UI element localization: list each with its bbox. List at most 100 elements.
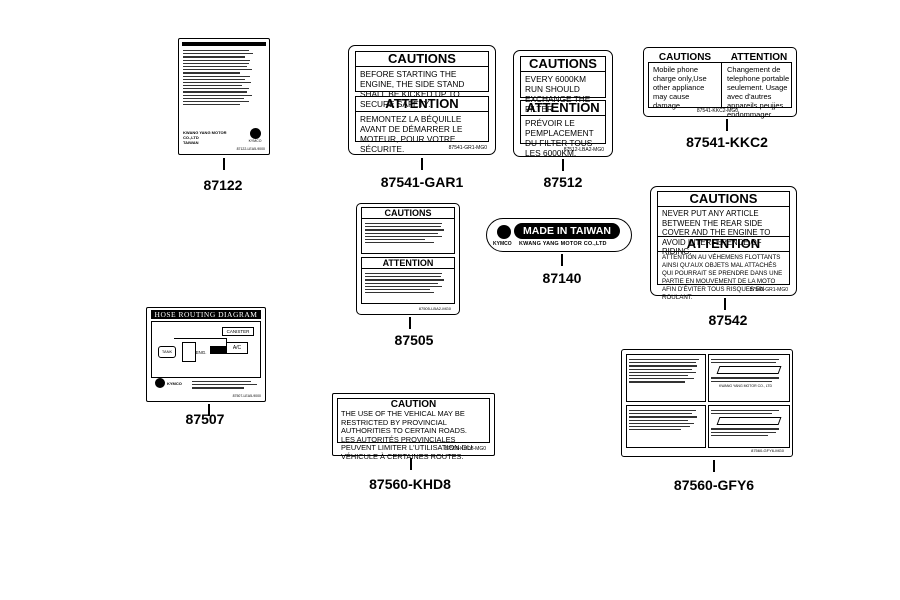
kymco-brand-text: KYMCO xyxy=(493,241,512,247)
kymco-logo-mark xyxy=(155,378,165,388)
label-87507: HOSE ROUTING DIAGRAM CANISTER A/C ENG. T… xyxy=(146,307,266,402)
tank-box: TANK xyxy=(158,346,176,358)
label-87541-kkc2: CAUTIONS ATTENTION Mobile phone charge o… xyxy=(643,47,797,119)
label-code: 87505-LBA2-MG0 xyxy=(418,306,451,311)
attention-box: ATTENTION REMONTEZ LA BÉQUILLE AVANT DE … xyxy=(355,96,489,154)
attention-fine-print xyxy=(362,269,454,297)
caution-title: CAUTIONS xyxy=(521,57,605,72)
made-in-taiwan-text: MADE IN TAIWAN xyxy=(523,225,611,237)
gfy6-upper-right: KWANG YANG MOTOR CO., LTD xyxy=(708,354,790,402)
label-87560-gfy6: KWANG YANG MOTOR CO., LTD 87560-GFY6-MG0 xyxy=(621,349,793,457)
kymco-logo: KYMCO xyxy=(247,128,263,143)
leader-87560-khd8 xyxy=(410,458,412,470)
gfy6-lower-right xyxy=(708,405,790,448)
attention-text: PRÉVOIR LE PEMPLACEMENT DU FILTER TOUS L… xyxy=(525,118,594,158)
part-number-87512: 87512 xyxy=(543,174,583,190)
kymco-logo-mark xyxy=(497,225,511,239)
caution-title: CAUTIONS xyxy=(356,52,488,67)
label-87560-khd8: CAUTION THE USE OF THE VEHICAL MAY BE RE… xyxy=(332,393,495,461)
arrow-box xyxy=(716,417,782,426)
eng-box: ENG. xyxy=(195,350,207,355)
attention-box: ATTENTION xyxy=(361,257,455,304)
label-87122-maker: KWANG YANG MOTOR CO.,LTD TAIWAN xyxy=(183,130,227,145)
label-code: 87542-GR1-MG0 xyxy=(749,287,788,293)
leader-87122 xyxy=(223,158,225,170)
message-box: Mobile phone charge only,Use other appli… xyxy=(648,62,792,119)
label-87122-fine-print xyxy=(183,48,265,107)
label-code: 87560-GFY6-MG0 xyxy=(751,448,784,453)
caution-text: EVERY 6000KM RUN SHOULD EXCHANGE THE FIL… xyxy=(525,74,591,114)
divider xyxy=(721,63,722,107)
attention-box: ATTENTION PRÉVOIR LE PEMPLACEMENT DU FIL… xyxy=(520,100,606,158)
caution-box: CAUTIONS BEFORE STARTING THE ENGINE, THE… xyxy=(355,51,489,109)
arrow-box xyxy=(716,366,782,375)
made-in-taiwan-plate xyxy=(514,223,620,239)
label-87541-gar1: CAUTIONS BEFORE STARTING THE ENGINE, THE… xyxy=(348,45,496,155)
part-number-87505: 87505 xyxy=(394,332,434,348)
caution-box: CAUTIONS EVERY 6000KM RUN SHOULD EXCHANG… xyxy=(520,56,606,114)
label-87122-code: 87122-LEA5-9000 xyxy=(236,147,265,151)
label-87122: KWANG YANG MOTOR CO.,LTD TAIWAN KYMCO 87… xyxy=(178,38,270,155)
leader-87541-gar1 xyxy=(421,158,423,170)
hose-line xyxy=(174,338,227,351)
caution-text: BEFORE STARTING THE ENGINE, THE SIDE STA… xyxy=(360,69,465,109)
caution-fine-print xyxy=(362,219,454,247)
kymco-logo-mark xyxy=(249,128,261,139)
gfy6-lower-left xyxy=(626,405,706,448)
leader-87505 xyxy=(409,317,411,329)
label-87122-black-band xyxy=(182,42,266,46)
leader-87507 xyxy=(208,404,210,416)
caution-box: CAUTION THE USE OF THE VEHICAL MAY BE RE… xyxy=(337,398,490,461)
label-87542: CAUTIONS NEVER PUT ANY ARTICLE BETWEEN T… xyxy=(650,186,797,301)
part-number-87140: 87140 xyxy=(542,270,582,286)
leader-87541-kkc2 xyxy=(726,119,728,131)
emission-fine-print xyxy=(192,379,257,391)
part-number-87542: 87542 xyxy=(708,312,748,328)
kymco-logo-text: KYMCO xyxy=(248,139,262,143)
routing-schematic: CANISTER A/C ENG. TANK xyxy=(151,321,261,378)
caution-box: CAUTIONS NEVER PUT ANY ARTICLE BETWEEN T… xyxy=(657,191,790,256)
label-87505: CAUTIONS ATTENTION 87505-LBA2-MG0 xyxy=(356,203,460,315)
caution-title: CAUTION xyxy=(390,399,437,410)
leader-87512 xyxy=(562,159,564,171)
part-number-87122: 87122 xyxy=(203,177,243,193)
leader-87542 xyxy=(724,298,726,310)
caution-text: Mobile phone charge only,Use other appli… xyxy=(653,65,707,110)
label-87140: MADE IN TAIWAN KYMCO KWANG YANG MOTOR CO… xyxy=(486,218,632,252)
label-code: 87512-LBA2-MG0 xyxy=(563,147,604,153)
attention-title: ATTENTION xyxy=(521,101,605,116)
maker-text: KWANG YANG MOTOR CO., LTD xyxy=(719,383,773,388)
caution-text: NEVER PUT ANY ARTICLE BETWEEN THE REAR S… xyxy=(662,209,771,256)
part-number-87560-gfy6: 87560-GFY6 xyxy=(673,477,755,493)
attention-title: ATTENTION xyxy=(362,258,454,269)
caution-title: CAUTIONS xyxy=(658,192,789,207)
maker-text: KWANG YANG MOTOR CO.,LTD xyxy=(519,241,607,247)
leader-87560-gfy6 xyxy=(713,460,715,472)
hose-line-3 xyxy=(210,346,226,354)
attention-title: ATTENTION xyxy=(730,52,788,63)
label-code: 87541-GR1-MG0 xyxy=(448,145,487,151)
attention-title: ATTENTION xyxy=(658,237,789,252)
attention-title: ATTENTION xyxy=(356,97,488,112)
attention-text: Changement de telephone portable seuleme… xyxy=(727,65,790,119)
kymco-brand-text: KYMCO xyxy=(167,381,182,386)
leader-87140 xyxy=(561,254,563,266)
caution-title: CAUTIONS xyxy=(362,208,454,219)
gfy6-upper-left xyxy=(626,354,706,402)
caution-box: CAUTIONS xyxy=(361,207,455,254)
part-number-87541-gar1: 87541-GAR1 xyxy=(380,174,464,190)
hose-routing-title: HOSE ROUTING DIAGRAM xyxy=(151,310,261,319)
label-code: 87541-KKC2-MG0 xyxy=(696,108,738,114)
attention-text: ATTENTION AU VÉHEMENS FLOTTANTS AINSI QU… xyxy=(662,254,783,301)
caution-title: CAUTIONS xyxy=(658,52,712,63)
part-number-87560-khd8: 87560-KHD8 xyxy=(369,476,451,492)
ac-box: A/C xyxy=(226,342,248,354)
part-number-87507: 87507 xyxy=(185,411,225,427)
part-number-87541-kkc2: 87541-KKC2 xyxy=(686,134,768,150)
label-87512: CAUTIONS EVERY 6000KM RUN SHOULD EXCHANG… xyxy=(513,50,613,158)
caution-text: THE USE OF THE VEHICAL MAY BE RESTRICTED… xyxy=(341,409,473,461)
label-code: 87560-KHD8-MG0 xyxy=(444,446,486,452)
attention-box: ATTENTION ATTENTION AU VÉHEMENS FLOTTANT… xyxy=(657,237,790,301)
attention-text: REMONTEZ LA BÉQUILLE AVANT DE DÉMARRER L… xyxy=(360,114,463,154)
